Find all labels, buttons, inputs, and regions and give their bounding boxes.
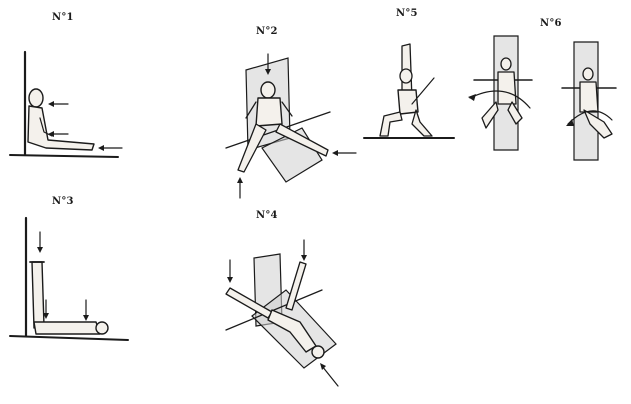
figure-5-group: [363, 43, 455, 139]
figure-4-label: N°4: [256, 210, 278, 221]
figure-3-arrows: [37, 231, 89, 321]
figure-5-label: N°5: [396, 8, 418, 19]
figure-2-arrows: [237, 53, 357, 199]
figure-2-label: N°2: [256, 26, 278, 37]
figure-1-group: [9, 50, 123, 158]
figure-4-arrows: [227, 239, 339, 387]
figure-1-label: N°1: [52, 12, 74, 23]
figure-4-group: [225, 239, 339, 387]
figure-6-right: [561, 41, 617, 161]
figure-1-arrows: [48, 101, 123, 151]
figure-3-group: [9, 216, 129, 341]
figure-3-label: N°3: [52, 196, 74, 207]
figure-2-group: [225, 53, 357, 199]
figure-6-label: N°6: [540, 18, 562, 29]
figure-6-left: [468, 35, 533, 151]
